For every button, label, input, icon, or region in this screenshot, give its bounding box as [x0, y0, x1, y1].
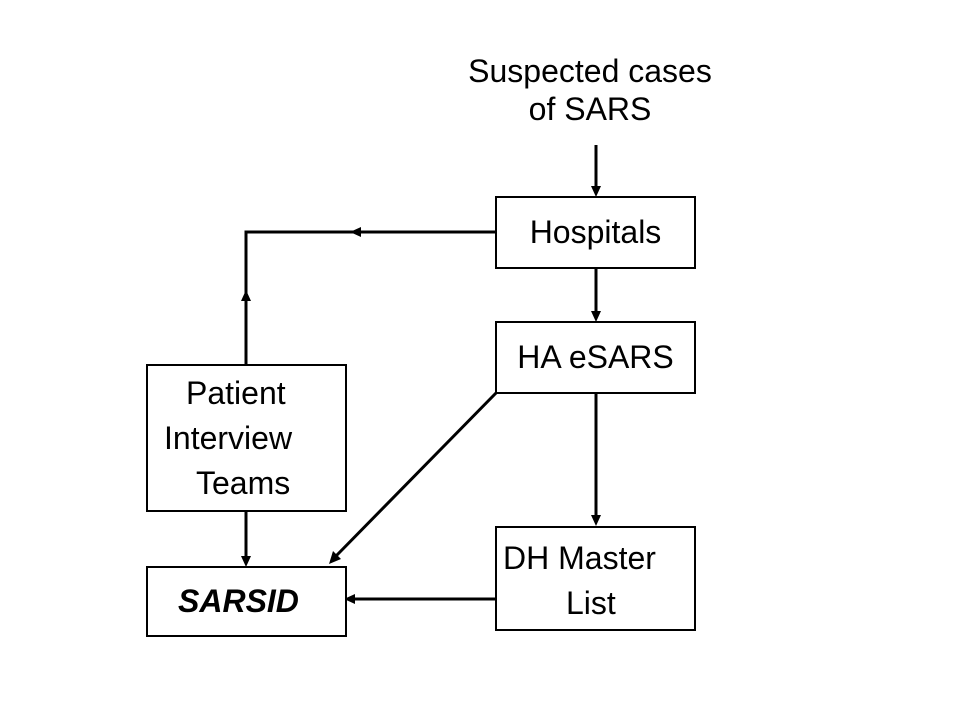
arrowhead-mid-left: [350, 227, 361, 237]
arrowhead-teams-sarsid: [241, 556, 251, 567]
patient-interview-teams-line-2: Interview: [164, 420, 293, 456]
dh-master-list-line-1: DH Master: [503, 540, 656, 576]
arrowhead-diagonal-sarsid: [329, 551, 341, 564]
sarsid-box: [146, 566, 347, 637]
dh-master-list-line-2: List: [566, 585, 616, 621]
sarsid-label: SARSID: [178, 583, 299, 619]
arrowhead-dhmaster-sarsid: [344, 594, 355, 604]
hospitals-box: [495, 196, 696, 269]
arrow-haesars-to-sarsid: [334, 391, 498, 558]
arrowhead-up: [241, 290, 251, 301]
patient-interview-teams-line-1: Patient: [186, 375, 286, 411]
arrowhead-hospitals: [591, 186, 601, 197]
patient-interview-teams-box: [146, 364, 347, 512]
arrow-hospitals-to-teams: [244, 230, 496, 364]
ha-esars-box: [495, 321, 696, 394]
hospitals-label: Hospitals: [529, 214, 662, 250]
arrowhead-haesars: [591, 311, 601, 322]
arrowhead-dhmaster: [591, 515, 601, 526]
ha-esars-label: HA eSARS: [517, 339, 674, 375]
patient-interview-teams-line-3: Teams: [196, 465, 291, 501]
suspected-cases-label: Suspected cases of SARS: [468, 53, 712, 127]
dh-master-list-box: [495, 526, 696, 631]
